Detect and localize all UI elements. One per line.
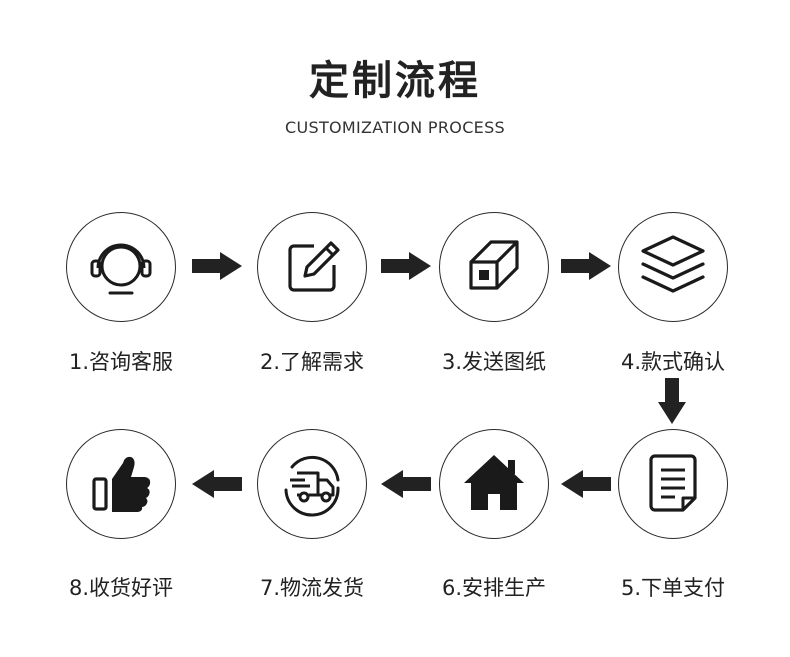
arrow-left-icon <box>561 470 611 498</box>
step-5 <box>618 429 728 539</box>
delivery-truck-icon <box>284 455 340 517</box>
arrow-right-icon <box>381 252 431 280</box>
step-circle <box>618 212 728 322</box>
edit-icon <box>288 241 340 292</box>
arrow-left-icon <box>192 470 242 498</box>
step-label-7: 7.物流发货 <box>259 576 365 600</box>
box-icon <box>469 240 519 290</box>
step-circle <box>439 429 549 539</box>
thumbs-up-icon <box>92 456 151 512</box>
step-label-1: 1.咨询客服 <box>68 350 174 374</box>
arrow-right-icon <box>192 252 242 280</box>
step-circle <box>257 429 367 539</box>
house-icon <box>464 455 524 510</box>
step-label-5: 5.下单支付 <box>620 576 726 600</box>
step-2 <box>257 212 367 322</box>
layers-icon <box>641 235 705 293</box>
step-circle <box>439 212 549 322</box>
document-icon <box>649 454 697 512</box>
arrow-left-icon <box>381 470 431 498</box>
step-circle <box>618 429 728 539</box>
step-circle <box>66 429 176 539</box>
step-8 <box>66 429 176 539</box>
step-6 <box>439 429 549 539</box>
arrow-down-icon <box>658 378 686 424</box>
step-label-3: 3.发送图纸 <box>441 350 547 374</box>
page-subtitle: CUSTOMIZATION PROCESS <box>285 118 505 137</box>
step-circle <box>66 212 176 322</box>
step-label-6: 6.安排生产 <box>441 576 547 600</box>
step-3 <box>439 212 549 322</box>
step-label-4: 4.款式确认 <box>620 350 726 374</box>
headset-icon <box>90 243 152 295</box>
step-1 <box>66 212 176 322</box>
step-label-8: 8.收货好评 <box>68 576 174 600</box>
step-4 <box>618 212 728 322</box>
step-circle <box>257 212 367 322</box>
page-title: 定制流程 <box>309 58 481 104</box>
step-7 <box>257 429 367 539</box>
arrow-right-icon <box>561 252 611 280</box>
step-label-2: 2.了解需求 <box>259 350 365 374</box>
